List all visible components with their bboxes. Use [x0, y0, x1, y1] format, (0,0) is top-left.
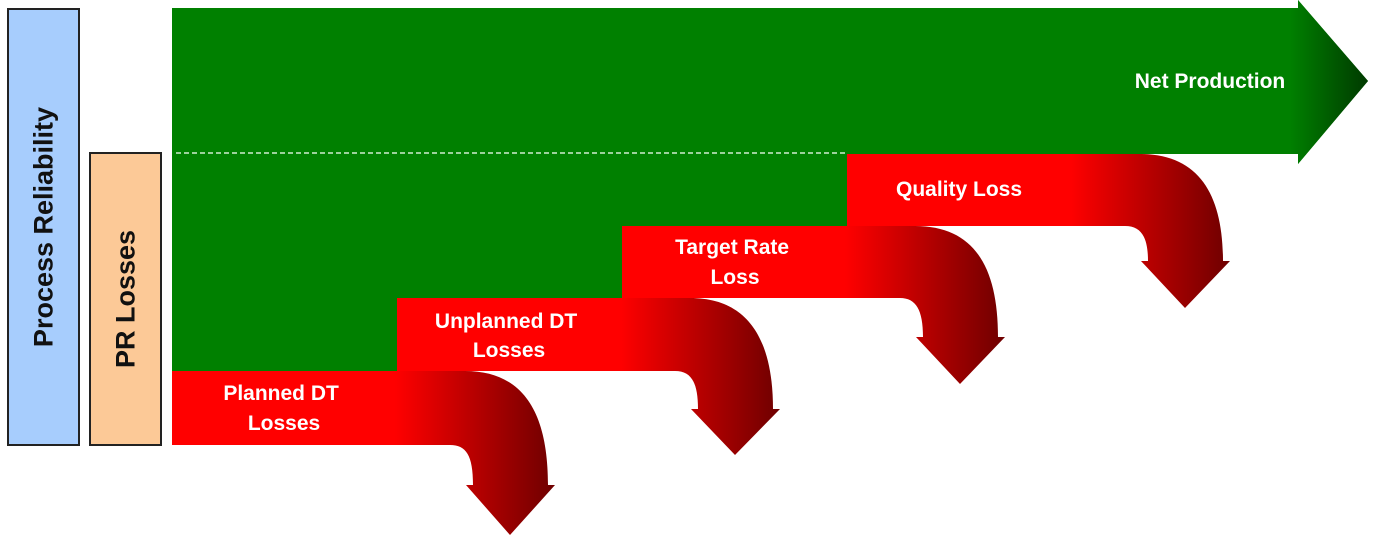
loss-label-target-rate: Target Rate Loss [675, 236, 795, 289]
loss-unplanned-dt: Unplanned DT Losses [397, 298, 780, 455]
net-production-tip [1290, 0, 1368, 164]
pr-losses-box: PR Losses [89, 152, 162, 446]
loss-label-target-rate-line-2: Loss [710, 266, 759, 289]
loss-label-unplanned-dt-line-2: Losses [473, 339, 545, 362]
loss-arrow-quality [847, 154, 1230, 308]
loss-label-target-rate-line-1: Target Rate [675, 236, 789, 259]
loss-label-quality-line-1: Quality Loss [896, 178, 1022, 201]
loss-label-planned-dt-line-2: Losses [248, 412, 320, 435]
loss-arrow-unplanned-dt [397, 298, 780, 455]
process-reliability-box: Process Reliability [7, 8, 80, 446]
net-production-label: Net Production [1135, 70, 1286, 93]
net-production-arrow: Net Production [172, 0, 1368, 371]
loss-arrow-target-rate [622, 226, 1005, 384]
loss-arrow-planned-dt [172, 371, 555, 535]
loss-label-planned-dt-line-1: Planned DT [223, 382, 339, 405]
loss-quality: Quality Loss [847, 154, 1230, 308]
net-production-shape [172, 0, 1368, 371]
loss-planned-dt: Planned DT Losses [172, 371, 555, 535]
loss-label-unplanned-dt: Unplanned DT Losses [435, 310, 583, 362]
loss-label-unplanned-dt-line-1: Unplanned DT [435, 310, 577, 333]
loss-label-quality: Quality Loss [896, 178, 1022, 201]
loss-target-rate: Target Rate Loss [622, 226, 1005, 384]
loss-label-planned-dt: Planned DT Losses [223, 382, 344, 435]
